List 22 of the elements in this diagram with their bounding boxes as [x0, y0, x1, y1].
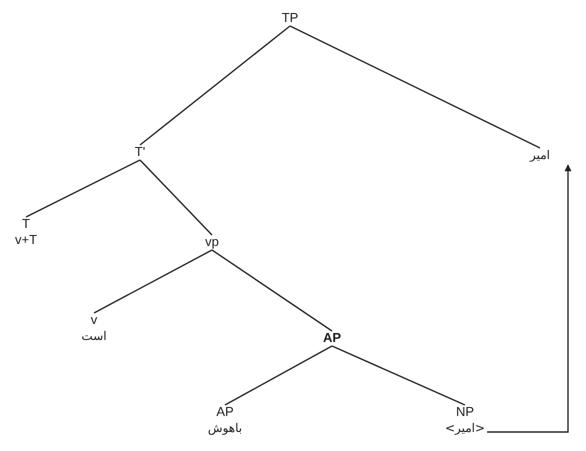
- tree-label: NP: [454, 404, 476, 420]
- tree-label: <امیر>: [444, 420, 486, 436]
- tree-label: AP: [215, 404, 235, 420]
- tree-label: AP: [322, 330, 342, 346]
- tree-branch: [212, 249, 332, 332]
- tree-label: v: [90, 312, 98, 328]
- tree-branch: [332, 345, 466, 406]
- tree-label: امیر: [530, 147, 550, 163]
- tree-label: T: [21, 216, 31, 232]
- tree-label: TP: [282, 10, 298, 26]
- tree-label: T': [134, 144, 146, 160]
- tree-label: v+T: [14, 232, 38, 248]
- tree-branch: [290, 25, 540, 149]
- tree-label: vp: [205, 234, 219, 250]
- tree-branch: [26, 159, 140, 218]
- tree-branch: [140, 25, 290, 146]
- tree-branch: [94, 249, 212, 314]
- tree-branch: [140, 160, 212, 236]
- tree-label: باهوش: [208, 420, 242, 436]
- movement-arrow: [487, 164, 572, 433]
- tree-branch: [224, 345, 332, 406]
- tree-label: است: [81, 328, 107, 344]
